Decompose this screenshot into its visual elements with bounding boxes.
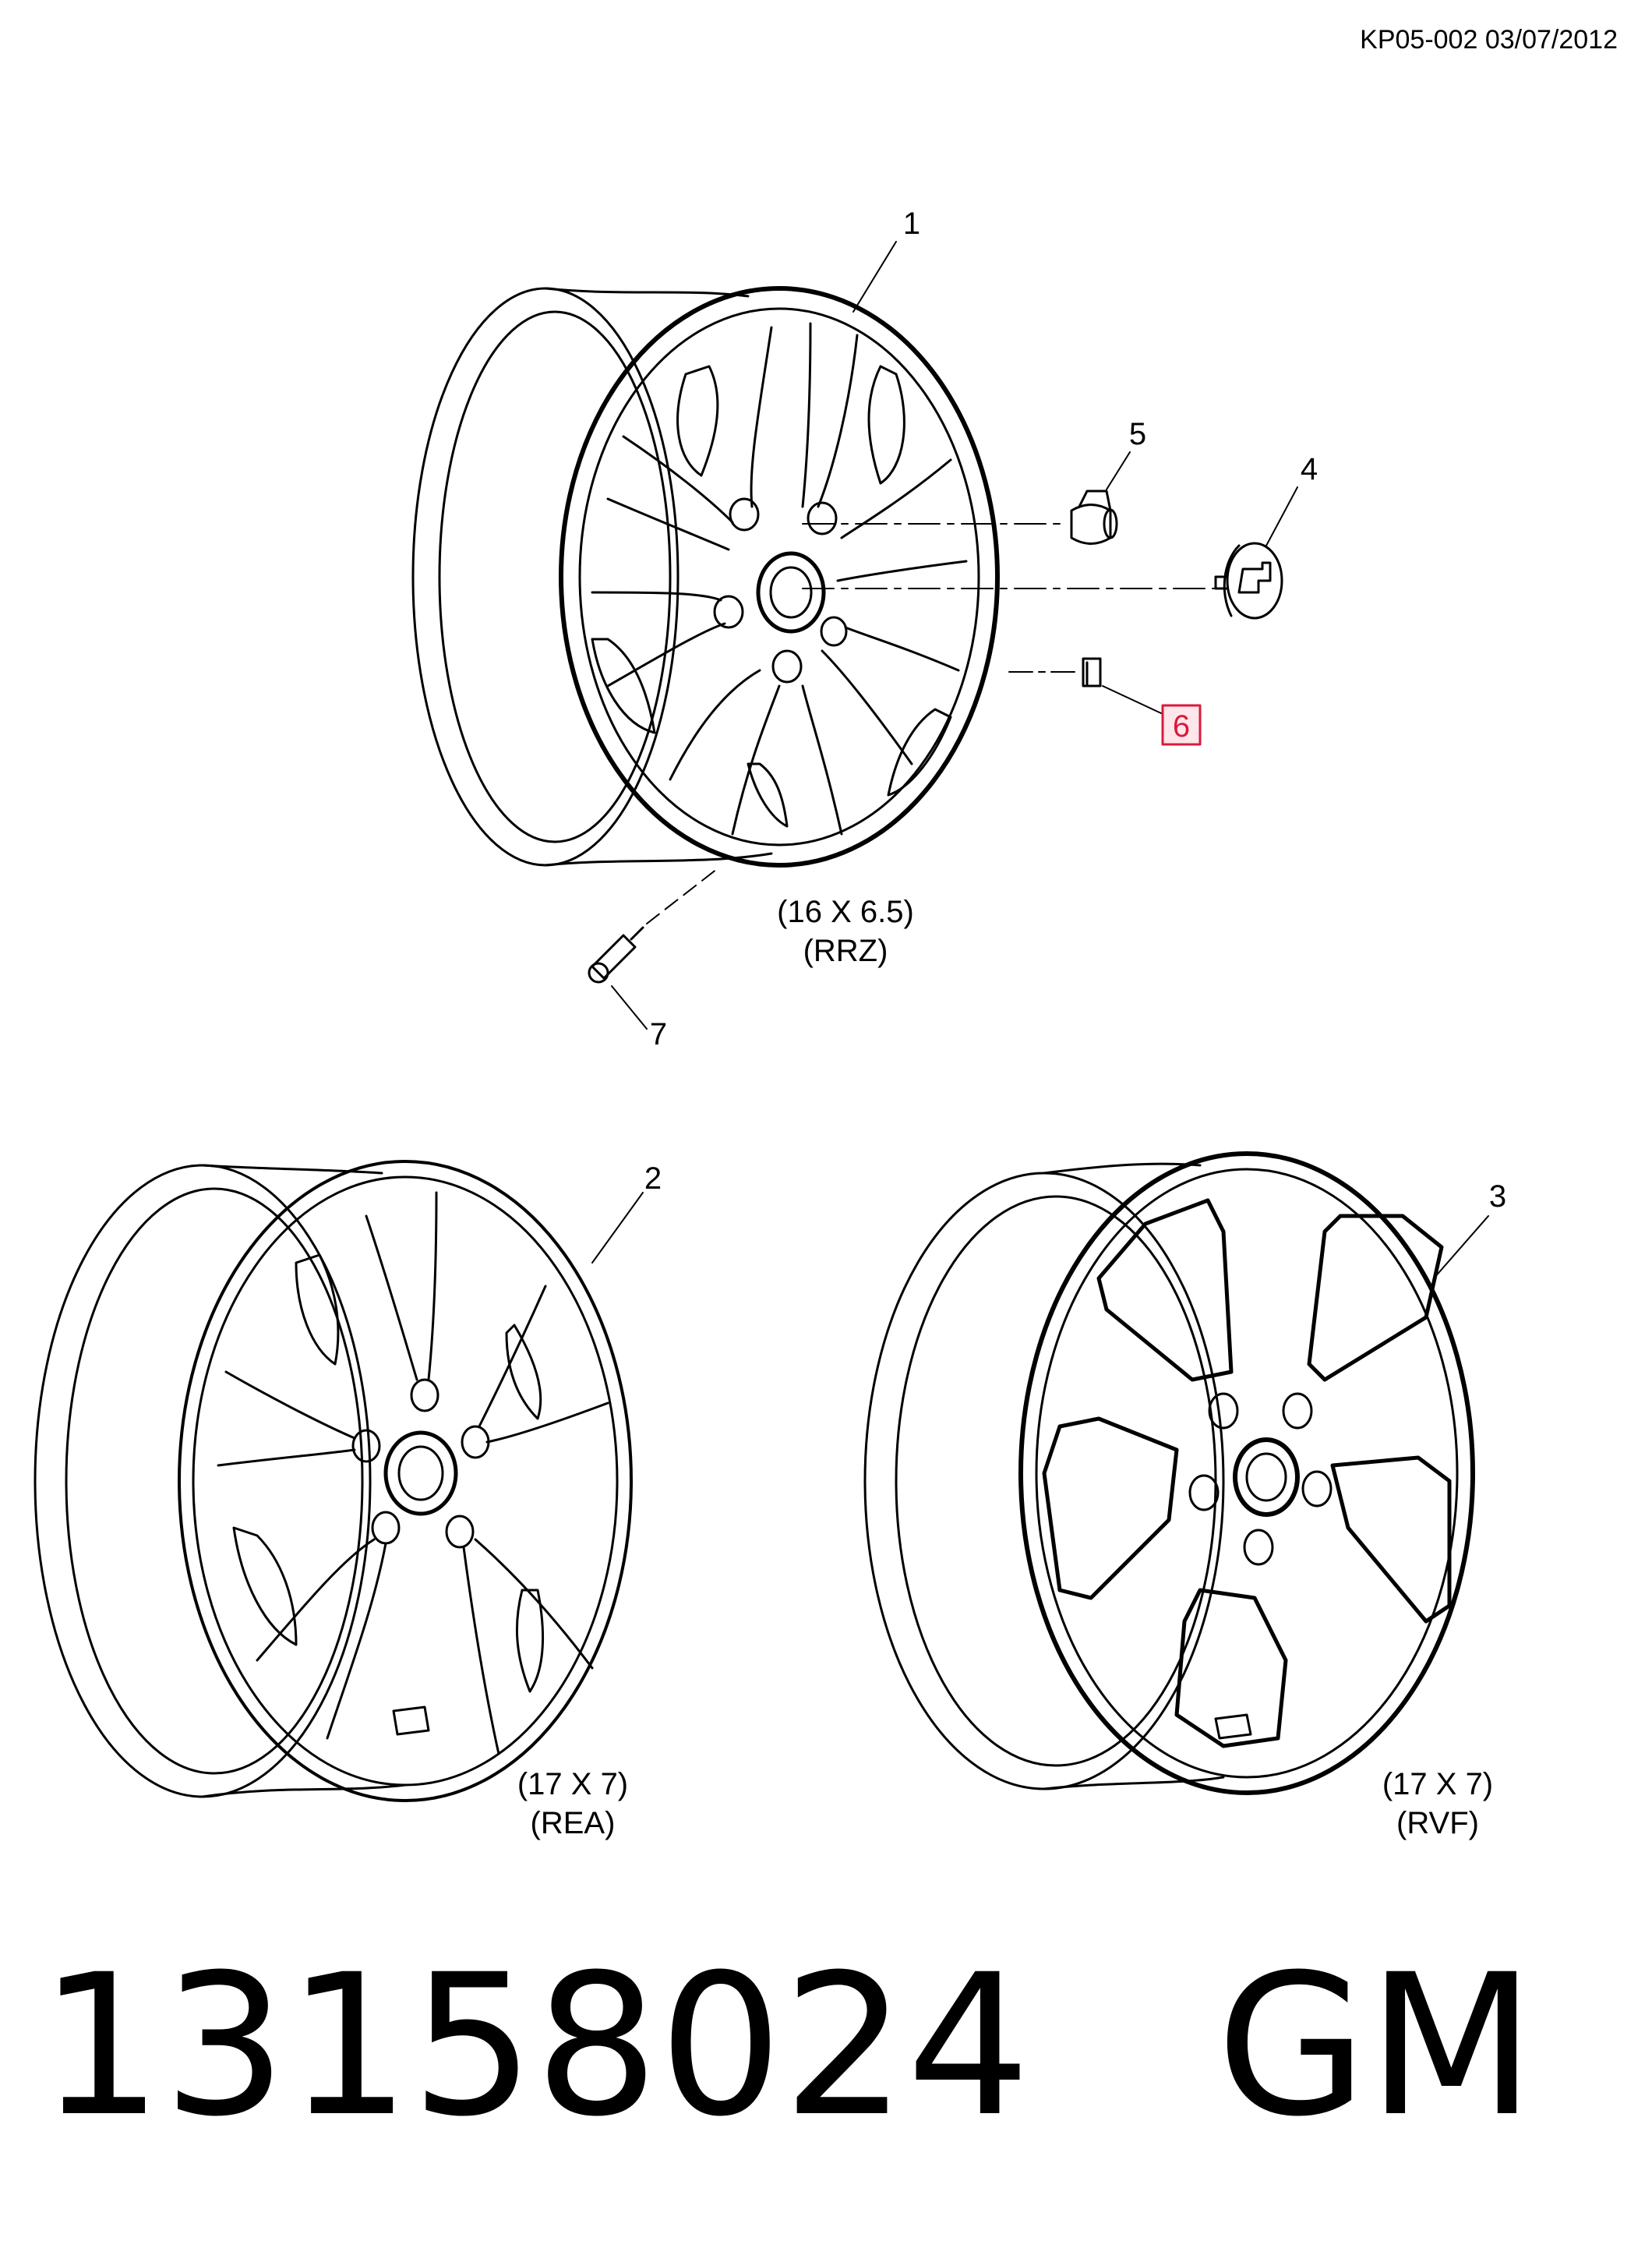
wheel-rvf-drawing xyxy=(863,1151,1475,1795)
callout-7[interactable]: 7 xyxy=(650,1017,667,1052)
balance-weight-drawing xyxy=(1082,657,1102,687)
wheel-rea-drawing xyxy=(34,1160,633,1802)
lug-nut-drawing xyxy=(1070,490,1118,545)
callout-4[interactable]: 4 xyxy=(1301,452,1318,486)
diagram-reference-code: KP05-002 03/07/2012 xyxy=(1360,25,1618,55)
callout-2[interactable]: 2 xyxy=(644,1161,662,1196)
wheel-rrz-drawing xyxy=(411,286,1000,868)
wheel-rea-code: (REA) xyxy=(531,1806,616,1840)
callout-3[interactable]: 3 xyxy=(1489,1179,1506,1214)
part-number-footer: 13158024 GM xyxy=(39,1949,1535,2144)
center-cap-drawing xyxy=(1214,542,1283,620)
part-number: 13158024 xyxy=(39,1932,1031,2159)
callout-1[interactable]: 1 xyxy=(903,207,920,241)
valve-stem-drawing xyxy=(588,926,644,984)
wheel-rvf-code: (RVF) xyxy=(1396,1806,1479,1840)
wheel-rrz-code: (RRZ) xyxy=(803,934,888,968)
brand-name: GM xyxy=(1216,1932,1536,2159)
callout-5[interactable]: 5 xyxy=(1129,417,1146,451)
callout-6[interactable]: 6 xyxy=(1173,709,1190,744)
wheel-rvf-size: (17 X 7) xyxy=(1382,1767,1493,1801)
wheel-rea-size: (17 X 7) xyxy=(517,1767,628,1801)
callout-6-highlight xyxy=(1161,704,1202,746)
wheel-rrz-size: (16 X 6.5) xyxy=(777,895,914,929)
